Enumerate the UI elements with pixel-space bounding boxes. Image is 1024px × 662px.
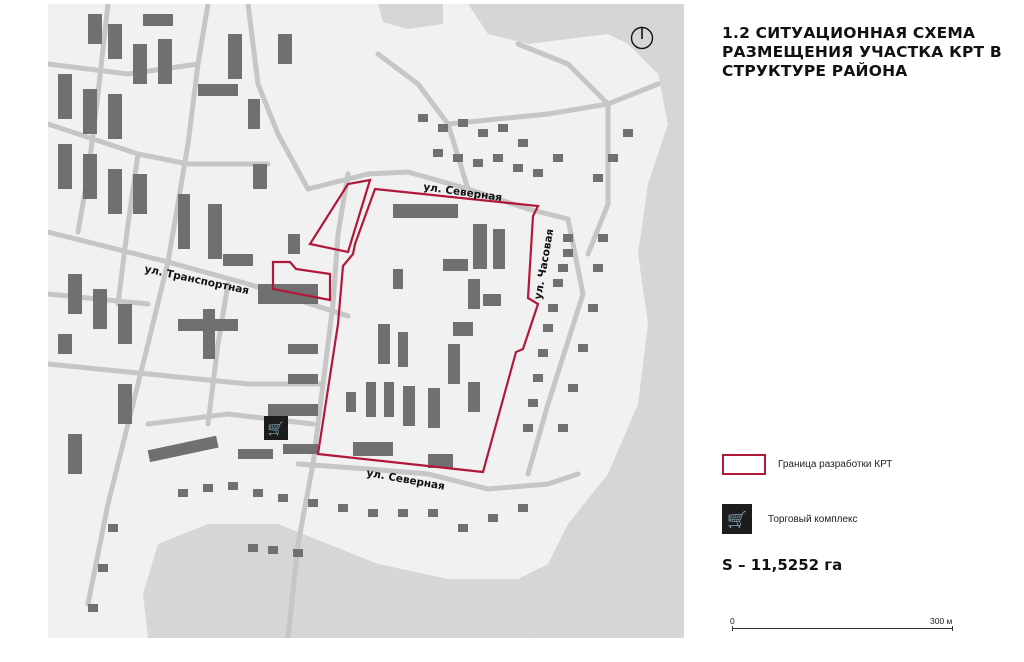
site-area-label: S – 11,5252 га — [722, 556, 843, 574]
water-areas — [143, 4, 684, 638]
page-title: 1.2 СИТУАЦИОННАЯ СХЕМА РАЗМЕЩЕНИЯ УЧАСТК… — [722, 24, 1002, 80]
legend-boundary-label: Граница разработки КРТ — [778, 459, 893, 470]
shopping-cart-icon: 🛒 — [268, 421, 284, 437]
legend-shop: 🛒 Торговый комплекс — [722, 504, 858, 534]
legend-shop-label: Торговый комплекс — [768, 513, 858, 525]
street-label-severnaya-north: ул. Северная — [423, 181, 503, 204]
scale-bar: 0 300 м — [730, 616, 956, 632]
north-arrow-icon — [630, 26, 654, 50]
boundary-swatch — [722, 454, 766, 475]
krt-boundary — [271, 178, 540, 474]
street-label-chasovaya: ул. Часовая — [532, 228, 556, 301]
scale-start-label: 0 — [730, 616, 735, 626]
scale-end-label: 300 м — [930, 616, 953, 626]
buildings — [58, 14, 633, 612]
situation-map[interactable]: 🛒 ул. Северная ул. Северная ул. Часовая … — [48, 4, 684, 638]
legend-boundary: Граница разработки КРТ — [722, 454, 892, 475]
shopping-cart-icon: 🛒 — [722, 504, 752, 534]
shop-map-marker[interactable]: 🛒 — [264, 416, 288, 440]
